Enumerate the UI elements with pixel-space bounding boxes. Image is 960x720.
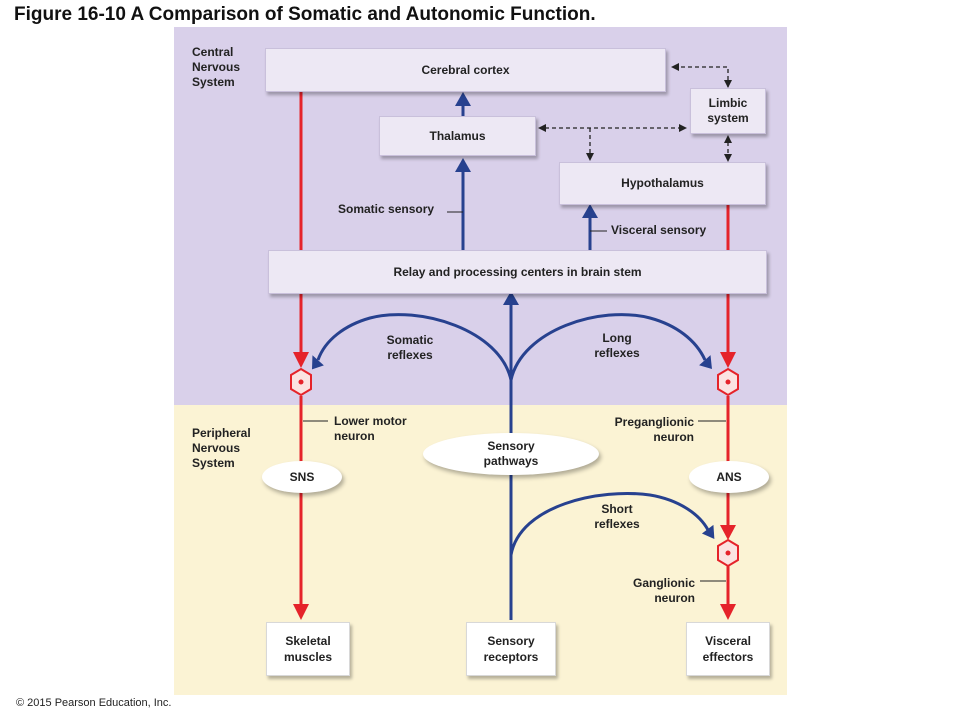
lower-motor-neuron-cell-body [290,367,312,397]
thalamus-box: Thalamus [379,116,536,156]
cerebral-cortex-box: Cerebral cortex [265,48,666,92]
preganglionic-neuron-label: Preganglionic neuron [614,415,694,444]
cns-label: Central Nervous System [192,45,241,89]
sensory-pathways-oval: Sensory pathways [423,433,599,475]
somatic-reflexes-label: Somatic reflexes [386,333,434,362]
pns-label: Peripheral Nervous System [192,426,251,470]
dashed-connections [545,66,729,155]
ganglionic-neuron-cell-body [717,538,739,568]
sns-label: SNS [289,469,315,484]
relay-processing-centers-label: Relay and processing centers in brain st… [393,264,642,279]
thalamus-label: Thalamus [429,128,486,143]
visceral-effectors-label: Visceral effectors [702,634,754,664]
sensory-pathways-label: Sensory pathways [483,439,539,468]
cerebral-cortex-label: Cerebral cortex [421,62,510,77]
long-reflexes-label: Long reflexes [594,331,640,360]
skeletal-muscles-label: Skeletal muscles [283,634,333,664]
limbic-system-label: Limbic system [707,96,749,125]
short-reflexes-label: Short reflexes [594,502,640,531]
figure-title: Figure 16-10 A Comparison of Somatic and… [14,4,596,25]
dashed-arrowheads [538,63,732,162]
preganglionic-neuron-cell-body [717,367,739,397]
hypothalamus-box: Hypothalamus [559,162,766,205]
ans-label: ANS [716,469,742,484]
sensory-receptors-box: Sensory receptors [466,622,556,676]
sensory-receptors-label: Sensory receptors [483,634,539,664]
ganglionic-neuron-label: Ganglionic neuron [632,576,695,605]
hypothalamus-label: Hypothalamus [621,176,704,190]
relay-processing-centers-box: Relay and processing centers in brain st… [268,250,767,294]
copyright-notice: © 2015 Pearson Education, Inc. [16,697,172,709]
ans-oval: ANS [689,461,769,493]
visceral-effectors-box: Visceral effectors [686,622,770,676]
lower-motor-neuron-label: Lower motor neuron [334,414,407,443]
limbic-system-box: Limbic system [690,88,766,134]
sns-oval: SNS [262,461,342,493]
skeletal-muscles-box: Skeletal muscles [266,622,350,676]
somatic-motor-pathway [293,90,309,620]
visceral-sensory-label: Visceral sensory [611,223,707,237]
label-leaders [303,211,726,582]
somatic-sensory-label: Somatic sensory [338,202,435,216]
